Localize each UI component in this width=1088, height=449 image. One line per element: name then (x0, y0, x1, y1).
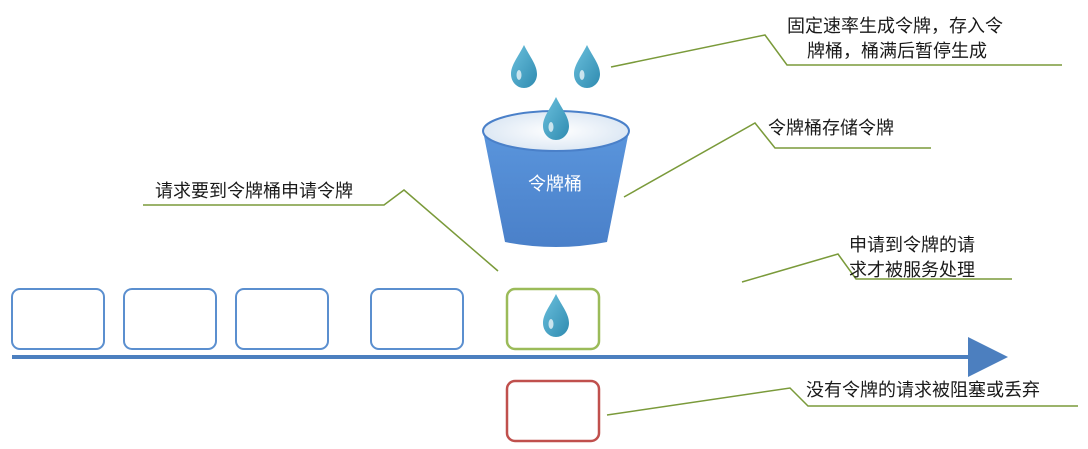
request-box (235, 288, 329, 350)
water-drop-token-icon (543, 294, 569, 337)
leader-line-generate (610, 34, 1062, 68)
water-drop-token-icon (543, 97, 569, 140)
annotation-generate: 固定速率生成令牌，存入令 牌桶，桶满后暂停生成 (787, 14, 1003, 64)
annotation-store: 令牌桶存储令牌 (768, 118, 894, 139)
water-drop-token-icon (574, 45, 600, 88)
leader-line-processed (741, 253, 1012, 283)
blocked-request-box (505, 379, 601, 443)
request-box (11, 288, 105, 350)
annotation-processed-line1: 申请到令牌的请 (849, 235, 975, 256)
annotation-apply: 请求要到令牌桶申请令牌 (155, 181, 353, 202)
annotation-processed-line2: 求才被服务处理 (849, 260, 975, 281)
token-bucket-body (483, 131, 629, 247)
annotation-blocked: 没有令牌的请求被阻塞或丢弃 (806, 380, 1040, 401)
leader-line-apply (143, 189, 499, 272)
water-drop-token-icon (511, 45, 537, 88)
request-box (370, 288, 464, 350)
annotation-processed: 申请到令牌的请 求才被服务处理 (849, 233, 975, 283)
annotation-generate-line2: 牌桶，桶满后暂停生成 (807, 41, 987, 62)
leader-line-store (623, 122, 931, 198)
request-box (123, 288, 217, 350)
bucket-label: 令牌桶 (528, 174, 582, 195)
annotation-generate-line1: 固定速率生成令牌，存入令 (787, 16, 1003, 37)
leader-line-blocked (606, 387, 1078, 416)
